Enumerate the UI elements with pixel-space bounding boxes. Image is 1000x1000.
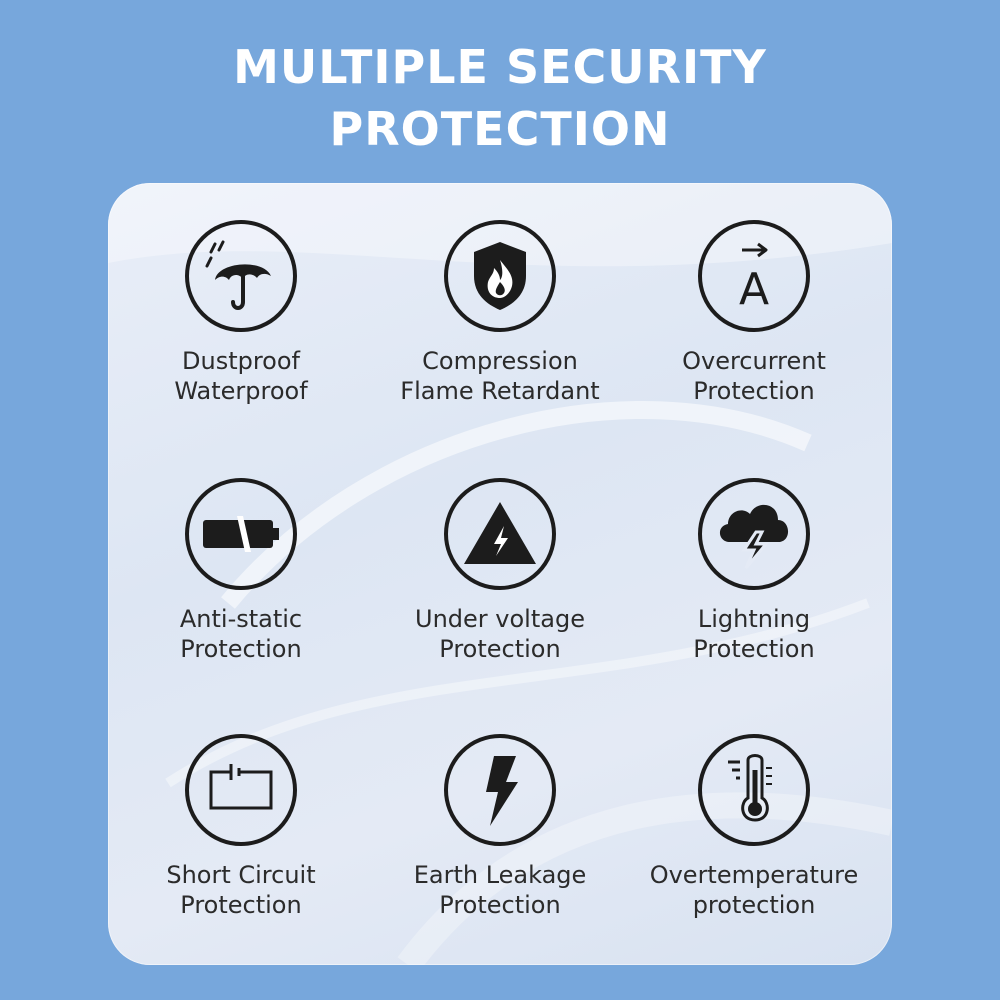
lightning-bolt-icon [486,756,518,826]
feature-label-line-2: protection [692,891,816,919]
storm-cloud-ring [698,478,810,590]
feature-label: Compression Flame Retardant [380,346,620,406]
feature-earth-leakage-protection: Earth Leakage Protection [380,734,620,920]
ampere-letter: A [739,264,769,315]
battery-icon [203,516,279,552]
features-panel: Dustproof Waterproof Compression Flame R… [108,183,892,965]
feature-label-line-2: Protection [693,377,815,405]
ampere-ring: A [698,220,810,332]
umbrella-icon [205,240,271,310]
feature-label-line-1: Lightning [697,605,811,633]
battery-ring [185,478,297,590]
feature-under-voltage-protection: Under voltage Protection [380,478,620,664]
feature-label: Anti-static Protection [121,604,361,664]
feature-label: Dustproof Waterproof [121,346,361,406]
warning-triangle-icon [464,502,536,564]
feature-label: Earth Leakage Protection [380,860,620,920]
feature-label-line-2: Protection [439,635,561,663]
feature-label-line-1: Compression [422,347,578,375]
title-line-2: PROTECTION [329,102,671,156]
feature-label: Overcurrent Protection [634,346,874,406]
feature-anti-static-protection: Anti-static Protection [121,478,361,664]
thermometer-icon [728,754,772,822]
feature-label-line-2: Protection [439,891,561,919]
feature-overcurrent-protection: A Overcurrent Protection [634,220,874,406]
feature-label: Short Circuit Protection [121,860,361,920]
feature-label-line-1: Short Circuit [166,861,316,889]
lightning-bolt-ring [444,734,556,846]
circuit-icon [209,764,273,810]
feature-label-line-2: Protection [180,635,302,663]
feature-label-line-1: Overtemperature [649,861,859,889]
umbrella-ring [185,220,297,332]
warning-triangle-ring [444,478,556,590]
ampere-icon: A [739,242,769,315]
feature-label-line-2: Protection [693,635,815,663]
flame-shield-icon [474,242,526,310]
thermometer-ring [698,734,810,846]
page-title: MULTIPLE SECURITY PROTECTION [0,36,1000,160]
feature-label-line-2: Waterproof [174,377,308,405]
feature-lightning-protection: Lightning Protection [634,478,874,664]
circuit-ring [185,734,297,846]
feature-label-line-1: Earth Leakage [413,861,587,889]
feature-label-line-1: Anti-static [179,605,303,633]
storm-cloud-icon [719,504,789,569]
feature-label: Lightning Protection [634,604,874,664]
title-line-1: MULTIPLE SECURITY [233,40,767,94]
feature-label: Under voltage Protection [380,604,620,664]
feature-label-line-2: Protection [180,891,302,919]
feature-label-line-1: Dustproof [182,347,300,375]
feature-label-line-1: Under voltage [415,605,585,633]
feature-label: Overtemperature protection [634,860,874,920]
feature-overtemperature-protection: Overtemperature protection [634,734,874,920]
feature-label-line-2: Flame Retardant [400,377,600,405]
flame-shield-ring [444,220,556,332]
feature-dustproof-waterproof: Dustproof Waterproof [121,220,361,406]
feature-short-circuit-protection: Short Circuit Protection [121,734,361,920]
feature-compression-flame-retardant: Compression Flame Retardant [380,220,620,406]
feature-label-line-1: Overcurrent [682,347,826,375]
